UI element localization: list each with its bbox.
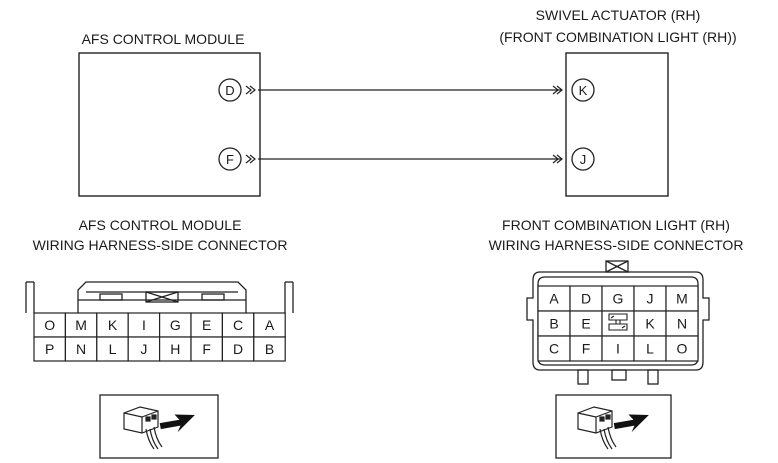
right-connector-cell [633,335,667,362]
left-connector-cell [190,336,223,362]
actuator-box [565,52,669,197]
afs-pin-f-label: F [226,152,234,167]
left-connector-cell [64,336,98,362]
blank-terminal-icon [608,313,628,331]
left-connector-terminal-e: E [202,317,211,333]
left-connector-terminal-d: D [233,341,243,357]
left-connector-cell [96,336,129,362]
right-connector-title-line1: FRONT COMBINATION LIGHT (RH) [502,217,730,233]
actuator-title-line1: SWIVEL ACTUATOR (RH) [536,7,701,23]
left-connector-terminal-o: O [44,317,55,333]
right-connector-terminal-l: L [646,341,654,357]
afs-pin-d-label: D [225,83,234,98]
right-connector-terminal-b: B [549,316,558,332]
right-connector-terminal-a: A [549,291,559,307]
left-connector-terminal-h: H [170,341,180,357]
left-connector-cell [159,336,192,362]
afs-pin-d-circle [218,78,242,102]
right-connector-grid: A D G J M B E K N C F I L O [537,285,699,362]
left-connector-terminal-f: F [202,341,211,357]
actuator-pin-j-label: J [580,152,587,167]
right-connector-cell [665,310,699,337]
right-connector-title-line2: WIRING HARNESS-SIDE CONNECTOR [489,237,744,253]
right-connector-body [526,260,710,385]
left-connector-cell [127,336,161,362]
chevron-afs-d-icon [245,85,256,95]
actuator-pin-j-circle [571,147,595,171]
right-connector-terminal-n: N [677,316,687,332]
left-connector-terminal-n: N [76,341,86,357]
right-connector-terminal-i: I [616,341,620,357]
left-connector-terminal-k: K [108,317,118,333]
left-connector-cell [253,336,286,362]
right-connector-terminal-f: F [582,341,591,357]
actuator-pin-k-circle [571,78,595,102]
left-connector-cell [33,336,66,362]
left-connector-terminal-g: G [170,317,181,333]
right-connector-terminal-j: J [647,291,654,307]
left-connector-terminal-b: B [265,341,274,357]
left-connector-cell [127,312,161,338]
actuator-title-line2: (FRONT COMBINATION LIGHT (RH)) [499,29,736,45]
right-connector-cell [633,285,667,312]
left-connector-view-icon [99,394,219,459]
right-connector-cell [537,335,571,362]
left-connector-cell [96,312,129,338]
left-connector-terminal-l: L [109,341,117,357]
left-connector-terminal-m: M [75,317,87,333]
right-connector-terminal-c: C [549,341,559,357]
right-connector-terminal-m: M [676,291,688,307]
left-connector-terminal-j: J [140,341,147,357]
right-connector-cell [569,310,603,337]
left-connector-body [25,281,294,313]
left-connector-terminal-p: P [45,341,54,357]
right-connector-cell [665,335,699,362]
left-connector-terminal-a: A [265,317,275,333]
afs-module-title: AFS CONTROL MODULE [82,31,245,47]
right-connector-cell [601,285,635,312]
right-connector-terminal-e: E [581,316,590,332]
left-connector-terminal-i: I [142,317,146,333]
right-connector-terminal-o: O [677,341,688,357]
afs-pin-f-circle [218,147,242,171]
right-connector-view-icon [555,394,672,459]
left-connector-cell [64,312,98,338]
left-connector-title-line1: AFS CONTROL MODULE [79,217,242,233]
left-connector-title-line2: WIRING HARNESS-SIDE CONNECTOR [33,237,288,253]
afs-module-box [78,52,261,197]
left-connector-cell [221,336,255,362]
chevron-afs-f-icon [245,154,256,164]
right-connector-terminal-k: K [645,316,655,332]
left-connector-terminal-c: C [233,317,243,333]
right-connector-terminal-g: G [613,291,624,307]
actuator-pin-k-label: K [579,83,588,98]
left-connector-grid: O M K I G E C A P N L J H F D B [33,312,286,362]
right-connector-terminal-d: D [581,291,591,307]
